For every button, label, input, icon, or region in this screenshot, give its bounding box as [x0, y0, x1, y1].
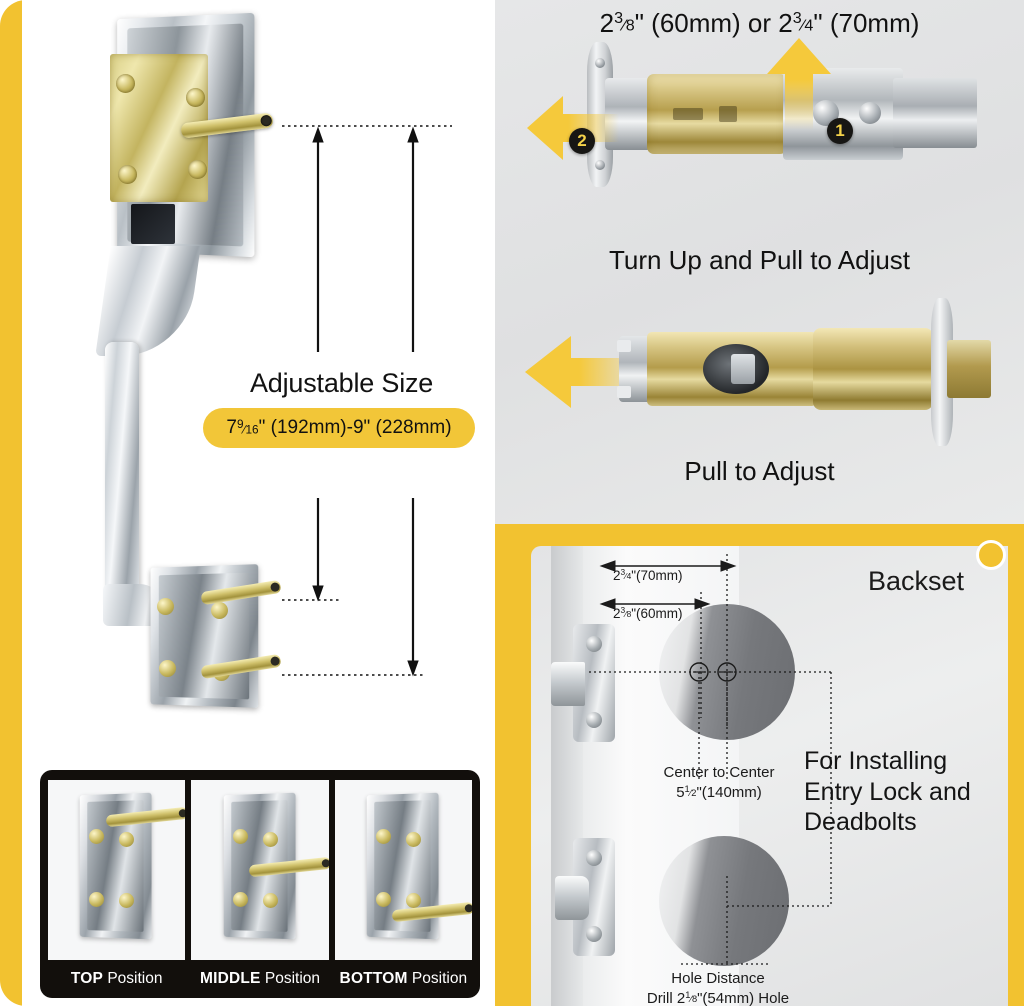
dim-label-70mm: 23⁄4"(70mm) — [613, 568, 683, 583]
dim70-num: 3 — [621, 567, 626, 577]
dim-label-60mm: 23⁄8"(60mm) — [613, 606, 683, 621]
step-badge-2: 2 — [569, 128, 595, 154]
brass-screw — [89, 829, 104, 844]
range-min-whole: 7 — [226, 417, 237, 439]
latch-assembly-adjustable: 1 2 — [587, 48, 1007, 188]
adjustable-size-badge: 79⁄16" (192mm) - 9" (228mm) — [203, 408, 475, 448]
center-to-center-value: 51⁄2"(140mm) — [619, 784, 819, 801]
center-num: 1 — [685, 784, 690, 794]
range-min-numerator: 9 — [237, 418, 244, 431]
position-thumbnail-bottom — [335, 780, 472, 960]
latch-adjust-panel: 23⁄8" (60mm) or 23⁄4" (70mm) — [495, 0, 1024, 524]
brass-screw — [118, 165, 137, 184]
latch-cutout — [131, 204, 175, 244]
hole-fraction: 1⁄8 — [685, 991, 697, 1004]
dim70-rest: "(70mm) — [631, 568, 682, 583]
hole-num: 1 — [685, 990, 690, 1000]
position-label-bottom-strong: BOTTOM — [340, 970, 408, 987]
info-line-3: Deadbolts — [804, 807, 994, 838]
brass-screw — [233, 892, 248, 907]
position-label-bottom: BOTTOM Position — [335, 970, 472, 988]
position-label-middle: MIDDLE Position — [191, 970, 328, 988]
brass-screw — [233, 829, 248, 844]
range-min-mm: " (192mm) — [259, 417, 347, 439]
center-fraction: 1⁄2 — [685, 785, 697, 798]
dim60-rest: "(60mm) — [631, 606, 682, 621]
info-line-2: Entry Lock and — [804, 777, 994, 808]
center-to-center-label: Center to Center — [619, 764, 819, 781]
brass-screw — [157, 598, 174, 615]
center-rest: "(140mm) — [696, 784, 761, 801]
brass-screw — [211, 602, 228, 619]
grip-neck — [95, 246, 200, 356]
position-label-middle-rest: Position — [261, 970, 320, 987]
backset-panel: 23⁄4"(70mm) 23⁄8"(60mm) Center to Center… — [495, 524, 1024, 1006]
latch-assembly-pull — [595, 310, 1015, 440]
backset-diagram-area: 23⁄4"(70mm) 23⁄8"(60mm) Center to Center… — [531, 546, 1008, 1006]
caption-pull-to-adjust: Pull to Adjust — [495, 456, 1024, 487]
position-label-middle-strong: MIDDLE — [200, 970, 261, 987]
dim70-whole: 2 — [613, 568, 621, 583]
latch-barrel-2 — [813, 328, 933, 410]
brass-screw — [159, 660, 176, 677]
range-min-denominator: 16 — [246, 424, 259, 437]
grip-bar — [105, 342, 139, 610]
range-min-fraction: 9⁄16 — [237, 419, 259, 436]
hole-distance-label: Hole Distance — [603, 970, 833, 987]
brass-screw — [89, 892, 104, 907]
position-thumbnail-middle — [191, 780, 328, 960]
backset-title: Backset — [868, 566, 964, 597]
adjust-arrows-1 — [527, 2, 1007, 202]
installation-info-text: For Installing Entry Lock and Deadbolts — [804, 746, 994, 838]
latch-cam — [703, 344, 769, 394]
caption-turn-up-pull: Turn Up and Pull to Adjust — [495, 245, 1024, 276]
brass-screw — [376, 829, 391, 844]
range-max: 9" (228mm) — [353, 417, 452, 439]
brass-screw — [186, 88, 205, 107]
dim60-num: 3 — [621, 605, 626, 615]
brass-screw — [116, 74, 135, 93]
position-label-bottom-rest: Position — [408, 970, 467, 987]
left-panel: Adjustable Size 79⁄16" (192mm) - 9" (228… — [0, 0, 487, 1006]
brass-screw — [376, 892, 391, 907]
hole-distance-value: Drill 21⁄8"(54mm) Hole — [593, 990, 843, 1006]
brass-screw — [188, 160, 207, 179]
position-options-strip: TOP Position MIDDLE Position BOTTOM Posi… — [40, 770, 480, 998]
position-labels-row: TOP Position MIDDLE Position BOTTOM Posi… — [48, 960, 472, 998]
position-label-top-strong: TOP — [71, 970, 103, 987]
position-thumbnail-top — [48, 780, 185, 960]
dim60-fraction: 3⁄8 — [621, 606, 632, 618]
position-label-top: TOP Position — [48, 970, 185, 988]
latch-bolt — [947, 340, 991, 398]
dim70-fraction: 3⁄4 — [621, 568, 632, 580]
corner-circle-marker — [976, 540, 1006, 570]
adjustable-size-title: Adjustable Size — [250, 368, 433, 399]
hole-drill-post: "(54mm) Hole — [697, 990, 789, 1006]
position-thumbnails-row — [48, 780, 472, 960]
position-label-top-rest: Position — [103, 970, 162, 987]
step-badge-1: 1 — [827, 118, 853, 144]
info-line-1: For Installing — [804, 746, 994, 777]
brass-screw — [263, 832, 278, 847]
center-whole: 5 — [676, 784, 684, 801]
dim60-whole: 2 — [613, 606, 621, 621]
handle-grip — [103, 246, 195, 606]
hole-drill-pre: Drill 2 — [647, 990, 685, 1006]
